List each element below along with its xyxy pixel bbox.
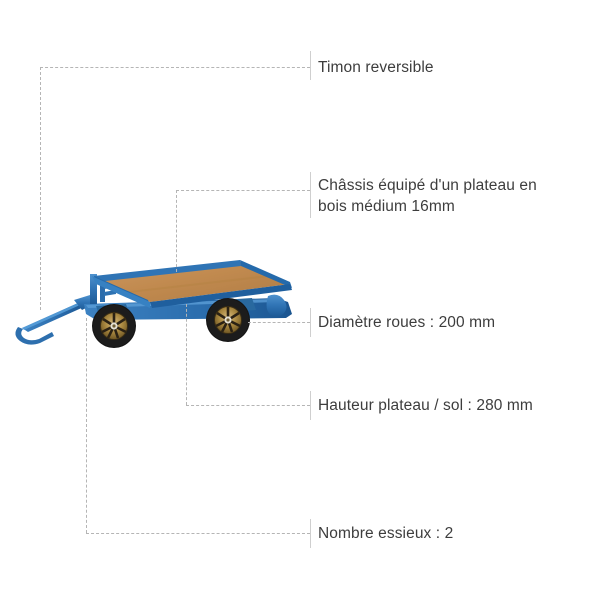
leader-line-deck-height-horizontal xyxy=(186,405,310,406)
tow-bar-timon xyxy=(15,295,96,345)
leader-line-axle-count-vertical xyxy=(86,318,87,533)
leader-line-chassis-horizontal xyxy=(176,190,310,191)
leader-line-timon-vertical xyxy=(40,67,41,310)
leader-line-chassis-vertical xyxy=(176,190,177,272)
callout-label-deck-height: Hauteur plateau / sol : 280 mm xyxy=(318,397,533,414)
wheel-rear xyxy=(206,298,250,342)
leader-line-timon-horizontal xyxy=(40,67,310,68)
callout-tick-wheel-diameter xyxy=(310,308,311,337)
leader-line-wheel-diameter-horizontal xyxy=(248,322,310,323)
trailer-svg xyxy=(15,260,292,348)
callout-label-timon: Timon reversible xyxy=(318,59,434,76)
callout-tick-deck-height xyxy=(310,391,311,420)
callout-label-wheel-diameter: Diamètre roues : 200 mm xyxy=(318,314,496,331)
leader-line-axle-count-horizontal xyxy=(86,533,310,534)
leader-line-deck-height-vertical xyxy=(186,304,187,405)
wheel-front xyxy=(92,304,136,348)
wooden-platform-deck xyxy=(92,260,292,308)
callout-tick-axle-count xyxy=(310,519,311,548)
callout-tick-timon xyxy=(310,51,311,80)
callout-label-chassis: Châssis équipé d'un plateau en bois médi… xyxy=(318,177,537,215)
platform-trailer-illustration xyxy=(0,248,300,368)
callout-label-axle-count: Nombre essieux : 2 xyxy=(318,525,454,542)
callout-tick-chassis xyxy=(310,172,311,218)
